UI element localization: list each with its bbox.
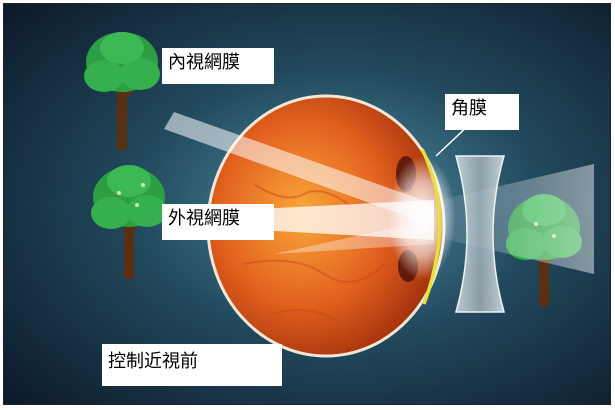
eye-diagram [4, 4, 610, 404]
control-myopia-caption: 控制近視前 [102, 344, 282, 386]
outer-retina-label: 外視網膜 [162, 204, 274, 240]
ray-inner-retina [164, 112, 434, 226]
inner-retina-label: 內視網膜 [162, 48, 274, 84]
tree-icon [84, 32, 160, 150]
tree-icon [91, 165, 167, 279]
diagram-frame: 內視網膜 角膜 外視網膜 控制近視前 [3, 3, 611, 405]
cornea-label: 角膜 [445, 94, 519, 130]
concave-lens [455, 155, 505, 313]
focal-glow [388, 156, 456, 280]
cornea-arc [420, 148, 442, 305]
